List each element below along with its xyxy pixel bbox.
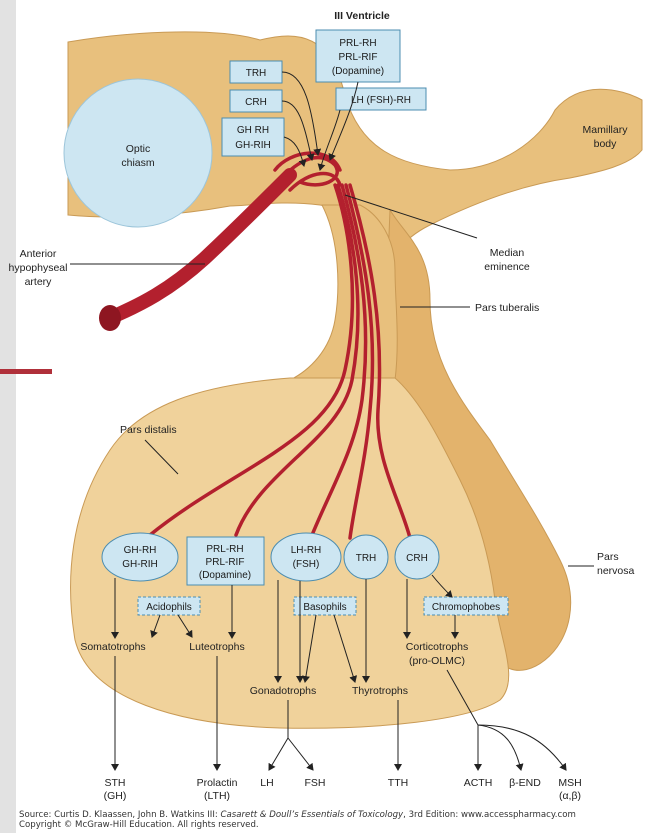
pituitary-diagram: III Ventricle TRH CRH GH RH GH-RIH PRL-R…	[0, 0, 666, 808]
node-lh: LH-RH (FSH)	[271, 533, 341, 581]
hormone-sth-sub: (GH)	[104, 790, 127, 802]
node-crh: CRH	[395, 535, 439, 579]
box-gh-line1: GH RH	[237, 125, 269, 136]
hormone-acth: ACTH	[464, 777, 493, 789]
title-iii-ventricle: III Ventricle	[334, 10, 390, 22]
hormone-tth: TTH	[388, 777, 408, 789]
box-crh-text: CRH	[245, 97, 267, 108]
artery-end	[99, 305, 121, 331]
hormone-msh-sub: (α,β)	[559, 790, 581, 802]
label-eminence: eminence	[484, 261, 530, 273]
source-book: Casarett & Doull’s Essentials of Toxicol…	[221, 810, 404, 820]
node-gh-line2: GH-RIH	[122, 559, 158, 570]
node-lh-line1: LH-RH	[291, 545, 322, 556]
label-artery: artery	[25, 276, 53, 288]
hormone-fsh: FSH	[305, 777, 326, 789]
label-median: Median	[490, 247, 525, 259]
node-lh-line2: (FSH)	[293, 559, 320, 570]
label-anterior: Anterior	[20, 248, 57, 260]
hormone-prolactin: Prolactin	[197, 777, 238, 789]
box-lh: LH (FSH)-RH	[336, 88, 426, 110]
hormone-sth: STH	[105, 777, 126, 789]
group-chromophobes-text: Chromophobes	[432, 602, 500, 613]
node-crh-text: CRH	[406, 553, 428, 564]
cell-somatotrophs: Somatotrophs	[80, 641, 145, 653]
group-basophils-text: Basophils	[303, 602, 346, 613]
node-gh: GH-RH GH-RIH	[102, 533, 178, 581]
copyright-line: Copyright © McGraw-Hill Education. All r…	[19, 820, 659, 830]
label-chiasm: chiasm	[121, 157, 155, 169]
box-prl: PRL-RH PRL-RIF (Dopamine)	[316, 30, 400, 82]
node-prl-line3: (Dopamine)	[199, 570, 251, 581]
cell-corticotrophs-sub: (pro-OLMC)	[409, 655, 465, 667]
box-prl-line2: PRL-RIF	[339, 52, 378, 63]
box-trh-text: TRH	[246, 68, 267, 79]
cell-gonadotrophs: Gonadotrophs	[250, 685, 317, 697]
box-gh: GH RH GH-RIH	[222, 118, 284, 156]
label-nervosa: nervosa	[597, 565, 635, 577]
box-gh-line2: GH-RIH	[235, 140, 271, 151]
hormone-prolactin-sub: (LTH)	[204, 790, 230, 802]
hormone-bend: β-END	[509, 777, 541, 789]
label-body: body	[594, 138, 618, 150]
box-trh: TRH	[230, 61, 282, 83]
label-pars: Pars	[597, 551, 619, 563]
node-prl-line1: PRL-RH	[206, 544, 243, 555]
source-prefix: Source: Curtis D. Klaassen, John B. Watk…	[19, 810, 221, 820]
source-line: Source: Curtis D. Klaassen, John B. Watk…	[19, 810, 659, 820]
label-optic: Optic	[126, 143, 151, 155]
pituitary-stalk	[290, 205, 397, 380]
label-pars-tuberalis: Pars tuberalis	[475, 302, 539, 314]
source-citation: Source: Curtis D. Klaassen, John B. Watk…	[19, 810, 659, 830]
label-hypophyseal: hypophyseal	[9, 262, 68, 274]
cell-corticotrophs: Corticotrophs	[406, 641, 468, 653]
group-acidophils-text: Acidophils	[146, 602, 192, 613]
group-chromophobes: Chromophobes	[424, 597, 508, 615]
cell-luteotrophs: Luteotrophs	[189, 641, 244, 653]
source-suffix: , 3rd Edition: www.accesspharmacy.com	[403, 810, 576, 820]
label-mamillary: Mamillary	[583, 124, 629, 136]
cell-thyrotrophs: Thyrotrophs	[352, 685, 408, 697]
box-crh: CRH	[230, 90, 282, 112]
node-prl: PRL-RH PRL-RIF (Dopamine)	[187, 537, 264, 585]
node-trh: TRH	[344, 535, 388, 579]
group-basophils: Basophils	[294, 597, 356, 615]
box-prl-line3: (Dopamine)	[332, 66, 384, 77]
label-pars-distalis: Pars distalis	[120, 424, 177, 436]
hormone-lh: LH	[260, 777, 273, 789]
box-lh-text: LH (FSH)-RH	[351, 95, 411, 106]
hormone-msh: MSH	[558, 777, 581, 789]
box-prl-line1: PRL-RH	[339, 38, 376, 49]
group-acidophils: Acidophils	[138, 597, 200, 615]
node-gh-line1: GH-RH	[124, 545, 157, 556]
node-prl-line2: PRL-RIF	[206, 557, 245, 568]
node-trh-text: TRH	[356, 553, 377, 564]
